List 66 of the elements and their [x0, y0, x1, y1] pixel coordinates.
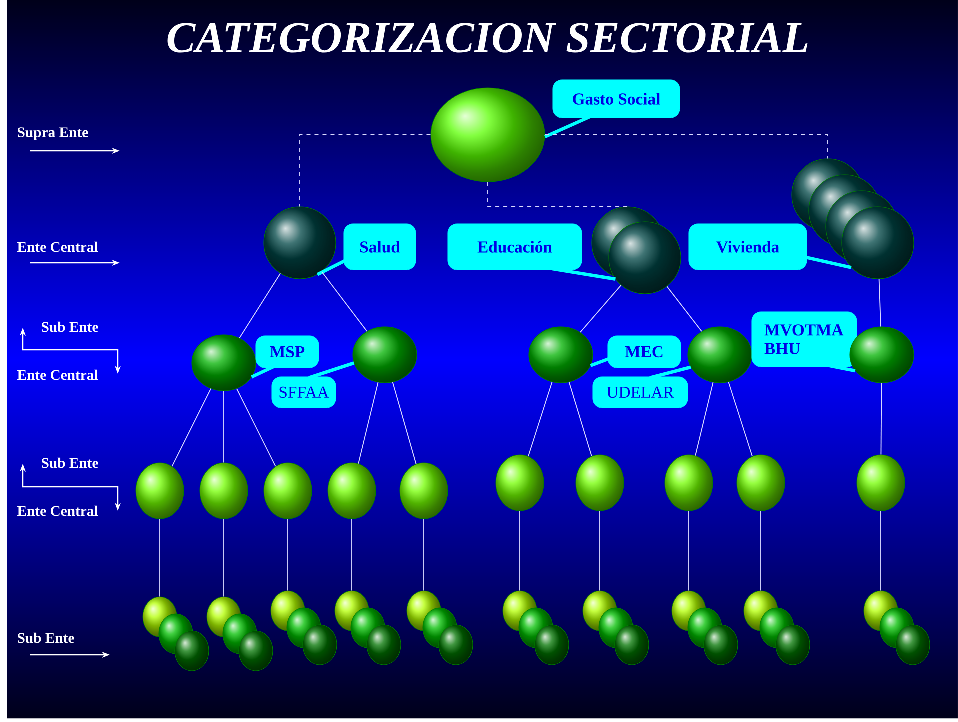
sphere [664, 454, 714, 512]
connector-line [239, 273, 282, 339]
sphere [614, 624, 650, 666]
connector-line [300, 134, 432, 208]
callout-box: MEC [608, 336, 682, 368]
sphere [776, 624, 810, 666]
sphere [366, 624, 402, 666]
connector-line [580, 284, 622, 333]
sphere [352, 326, 418, 384]
level-label: Ente Central [18, 242, 98, 252]
level-label: Sub Ente [18, 632, 74, 644]
connector-line [728, 382, 753, 457]
connector-line [528, 382, 553, 457]
sphere [688, 326, 752, 384]
sphere [430, 88, 546, 182]
callout-box: UDELAR [592, 376, 688, 408]
connector-line [321, 271, 368, 332]
callout-box: MVOTMA BHU [752, 312, 858, 368]
connector-line [666, 286, 702, 332]
connector-line [688, 510, 690, 592]
sphere [302, 624, 338, 666]
sphere [264, 462, 312, 520]
level-label: Supra Ente [18, 128, 88, 140]
connector-line [880, 382, 882, 456]
sphere [576, 454, 624, 512]
sphere [842, 206, 914, 280]
connector-line [544, 134, 828, 160]
sphere [192, 334, 256, 392]
sphere [850, 326, 914, 384]
callout-box: MSP [256, 336, 320, 368]
connector-line [172, 388, 212, 468]
connector-line [878, 278, 882, 328]
sphere [496, 454, 544, 512]
sphere [264, 206, 336, 280]
sphere [238, 630, 274, 672]
sphere [136, 462, 184, 520]
connector-line [488, 182, 628, 208]
connector-line [236, 388, 276, 468]
sphere [534, 624, 570, 666]
connector-line [695, 382, 714, 456]
connector-line [358, 382, 379, 464]
level-label: Sub Ente [42, 322, 98, 332]
sphere [200, 462, 248, 520]
callout-box: Gasto Social [552, 80, 680, 118]
callout-box: Vivienda [688, 224, 808, 270]
connector-line [568, 382, 592, 457]
sphere [328, 462, 376, 520]
callout-box: Salud [344, 224, 416, 270]
callout-box: Educación [448, 224, 582, 270]
sphere [608, 222, 682, 294]
level-label: Sub Ente [42, 458, 98, 468]
connector-line [760, 510, 762, 592]
title: CATEGORIZACION SECTORIAL [168, 23, 808, 53]
level-label: Ente Central [18, 506, 98, 516]
connector-line [880, 510, 882, 592]
connector-line [392, 382, 417, 465]
level-label: Ente Central [18, 370, 98, 380]
sphere [896, 624, 930, 666]
sphere [438, 624, 474, 666]
sphere [400, 462, 448, 520]
sphere [704, 624, 738, 666]
sphere [736, 454, 786, 512]
callout-box: SFFAA [272, 376, 336, 408]
sphere [174, 630, 210, 672]
sphere [856, 454, 906, 512]
sphere [528, 326, 594, 384]
